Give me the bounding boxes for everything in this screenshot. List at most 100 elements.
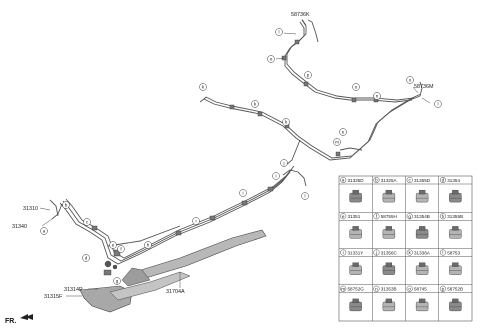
callout-h: h: [147, 243, 150, 248]
legend-part-o: 58745: [414, 287, 427, 292]
legend-callout-circle: [439, 213, 446, 220]
callout-a: a: [43, 229, 46, 234]
part-58755H-icon: [382, 226, 396, 239]
part-31353B-icon: [382, 298, 396, 312]
legend-letter-d: d: [442, 178, 445, 183]
legend-part-e: 31351: [348, 214, 361, 219]
legend-part-n: 31353B: [381, 287, 397, 292]
callout-i-1: i: [195, 219, 196, 224]
diagram-callout-letters: a b c d e f g h i i i j k k k l l l m n …: [43, 30, 439, 284]
legend-callout-circle: [406, 285, 413, 292]
legend-part-a: 31335D: [348, 178, 365, 183]
callout-m: m: [335, 140, 339, 145]
part-58752G-icon: [349, 298, 362, 312]
top-tube: [284, 19, 415, 103]
part-31355B-icon: [449, 226, 462, 239]
main-tube-bundle: [49, 165, 295, 265]
legend-part-f: 58755H: [381, 214, 397, 219]
legend-part-k: 31338A: [414, 250, 431, 255]
legend-letter-b: b: [375, 178, 378, 183]
label-58736K: 58736K: [291, 12, 310, 18]
callout-l-1: l: [304, 194, 305, 199]
legend-part-m: 58752G: [348, 287, 365, 292]
legend-callout-circle: [439, 285, 446, 292]
callout-k-1: k: [202, 85, 205, 90]
legend-letter-g: g: [408, 214, 411, 219]
label-31310: 31310: [23, 206, 38, 212]
fr-label: FR.: [5, 318, 16, 325]
legend-part-d: 31354: [447, 178, 460, 183]
legend-letter-a: a: [342, 178, 345, 183]
callout-c: c: [86, 220, 89, 225]
label-31340: 31340: [12, 224, 27, 230]
callout-g: g: [116, 279, 119, 284]
part-31338A-icon: [415, 262, 429, 275]
label-31315F: 31315F: [44, 294, 63, 300]
callout-b: b: [65, 203, 68, 208]
callout-o-3: o: [409, 78, 412, 83]
part-31335D-icon: [349, 189, 362, 203]
callout-l-2: l: [278, 30, 279, 35]
legend-callout-circle: [373, 213, 380, 220]
legend-part-g: 31354B: [414, 214, 430, 219]
leader-lines: [39, 18, 431, 297]
legend-part-h: 31355B: [447, 214, 463, 219]
part-58752B-icon: [449, 298, 462, 312]
diagram-callouts: [40, 28, 442, 285]
legend-callout-circle: [340, 249, 347, 256]
part-31354B-icon: [415, 226, 429, 239]
part-31331Y-icon: [349, 262, 362, 275]
callout-i-2: i: [242, 191, 243, 196]
callout-f: f: [120, 247, 122, 252]
legend-callout-circle: [340, 285, 347, 292]
legend-letter-i: i: [343, 250, 344, 255]
front-direction-indicator: FR.: [5, 314, 33, 325]
clip-markers: [91, 39, 379, 276]
legend-part-p: 58752B: [447, 287, 463, 292]
callout-p: p: [307, 73, 310, 78]
callout-e: e: [112, 243, 115, 248]
legend-callout-circle: [373, 249, 380, 256]
legend-part-l: 58753: [447, 250, 460, 255]
part-31325A-icon: [382, 189, 396, 203]
under-shield: [79, 229, 267, 313]
callout-l-3: l: [437, 102, 438, 107]
callout-d: d: [85, 256, 88, 261]
upper-tube: [199, 81, 423, 161]
part-31354-icon: [449, 189, 462, 203]
legend-letter-n: n: [375, 286, 378, 291]
part-58753-icon: [449, 262, 462, 275]
callout-o-2: o: [355, 85, 358, 90]
legend-letter-l: l: [442, 250, 443, 255]
legend-cell-l: l 58753: [439, 249, 462, 275]
legend-letter-p: p: [442, 286, 445, 291]
legend-callout-circle: [439, 249, 446, 256]
legend-part-c: 31355D: [414, 178, 431, 183]
legend-callout-circle: [406, 249, 413, 256]
label-58736M: 58736M: [414, 84, 434, 90]
part-31351-icon: [349, 226, 362, 239]
legend-letter-m: m: [341, 286, 345, 291]
legend-letter-k: k: [409, 250, 412, 255]
legend-letter-c: c: [409, 178, 412, 183]
part-31355D-icon: [415, 189, 429, 203]
connector-tubes: [282, 139, 363, 187]
callout-i-3: i: [275, 174, 276, 179]
legend-part-j: 31356C: [381, 250, 398, 255]
legend-letter-o: o: [408, 286, 411, 291]
legend-letter-f: f: [376, 214, 378, 219]
